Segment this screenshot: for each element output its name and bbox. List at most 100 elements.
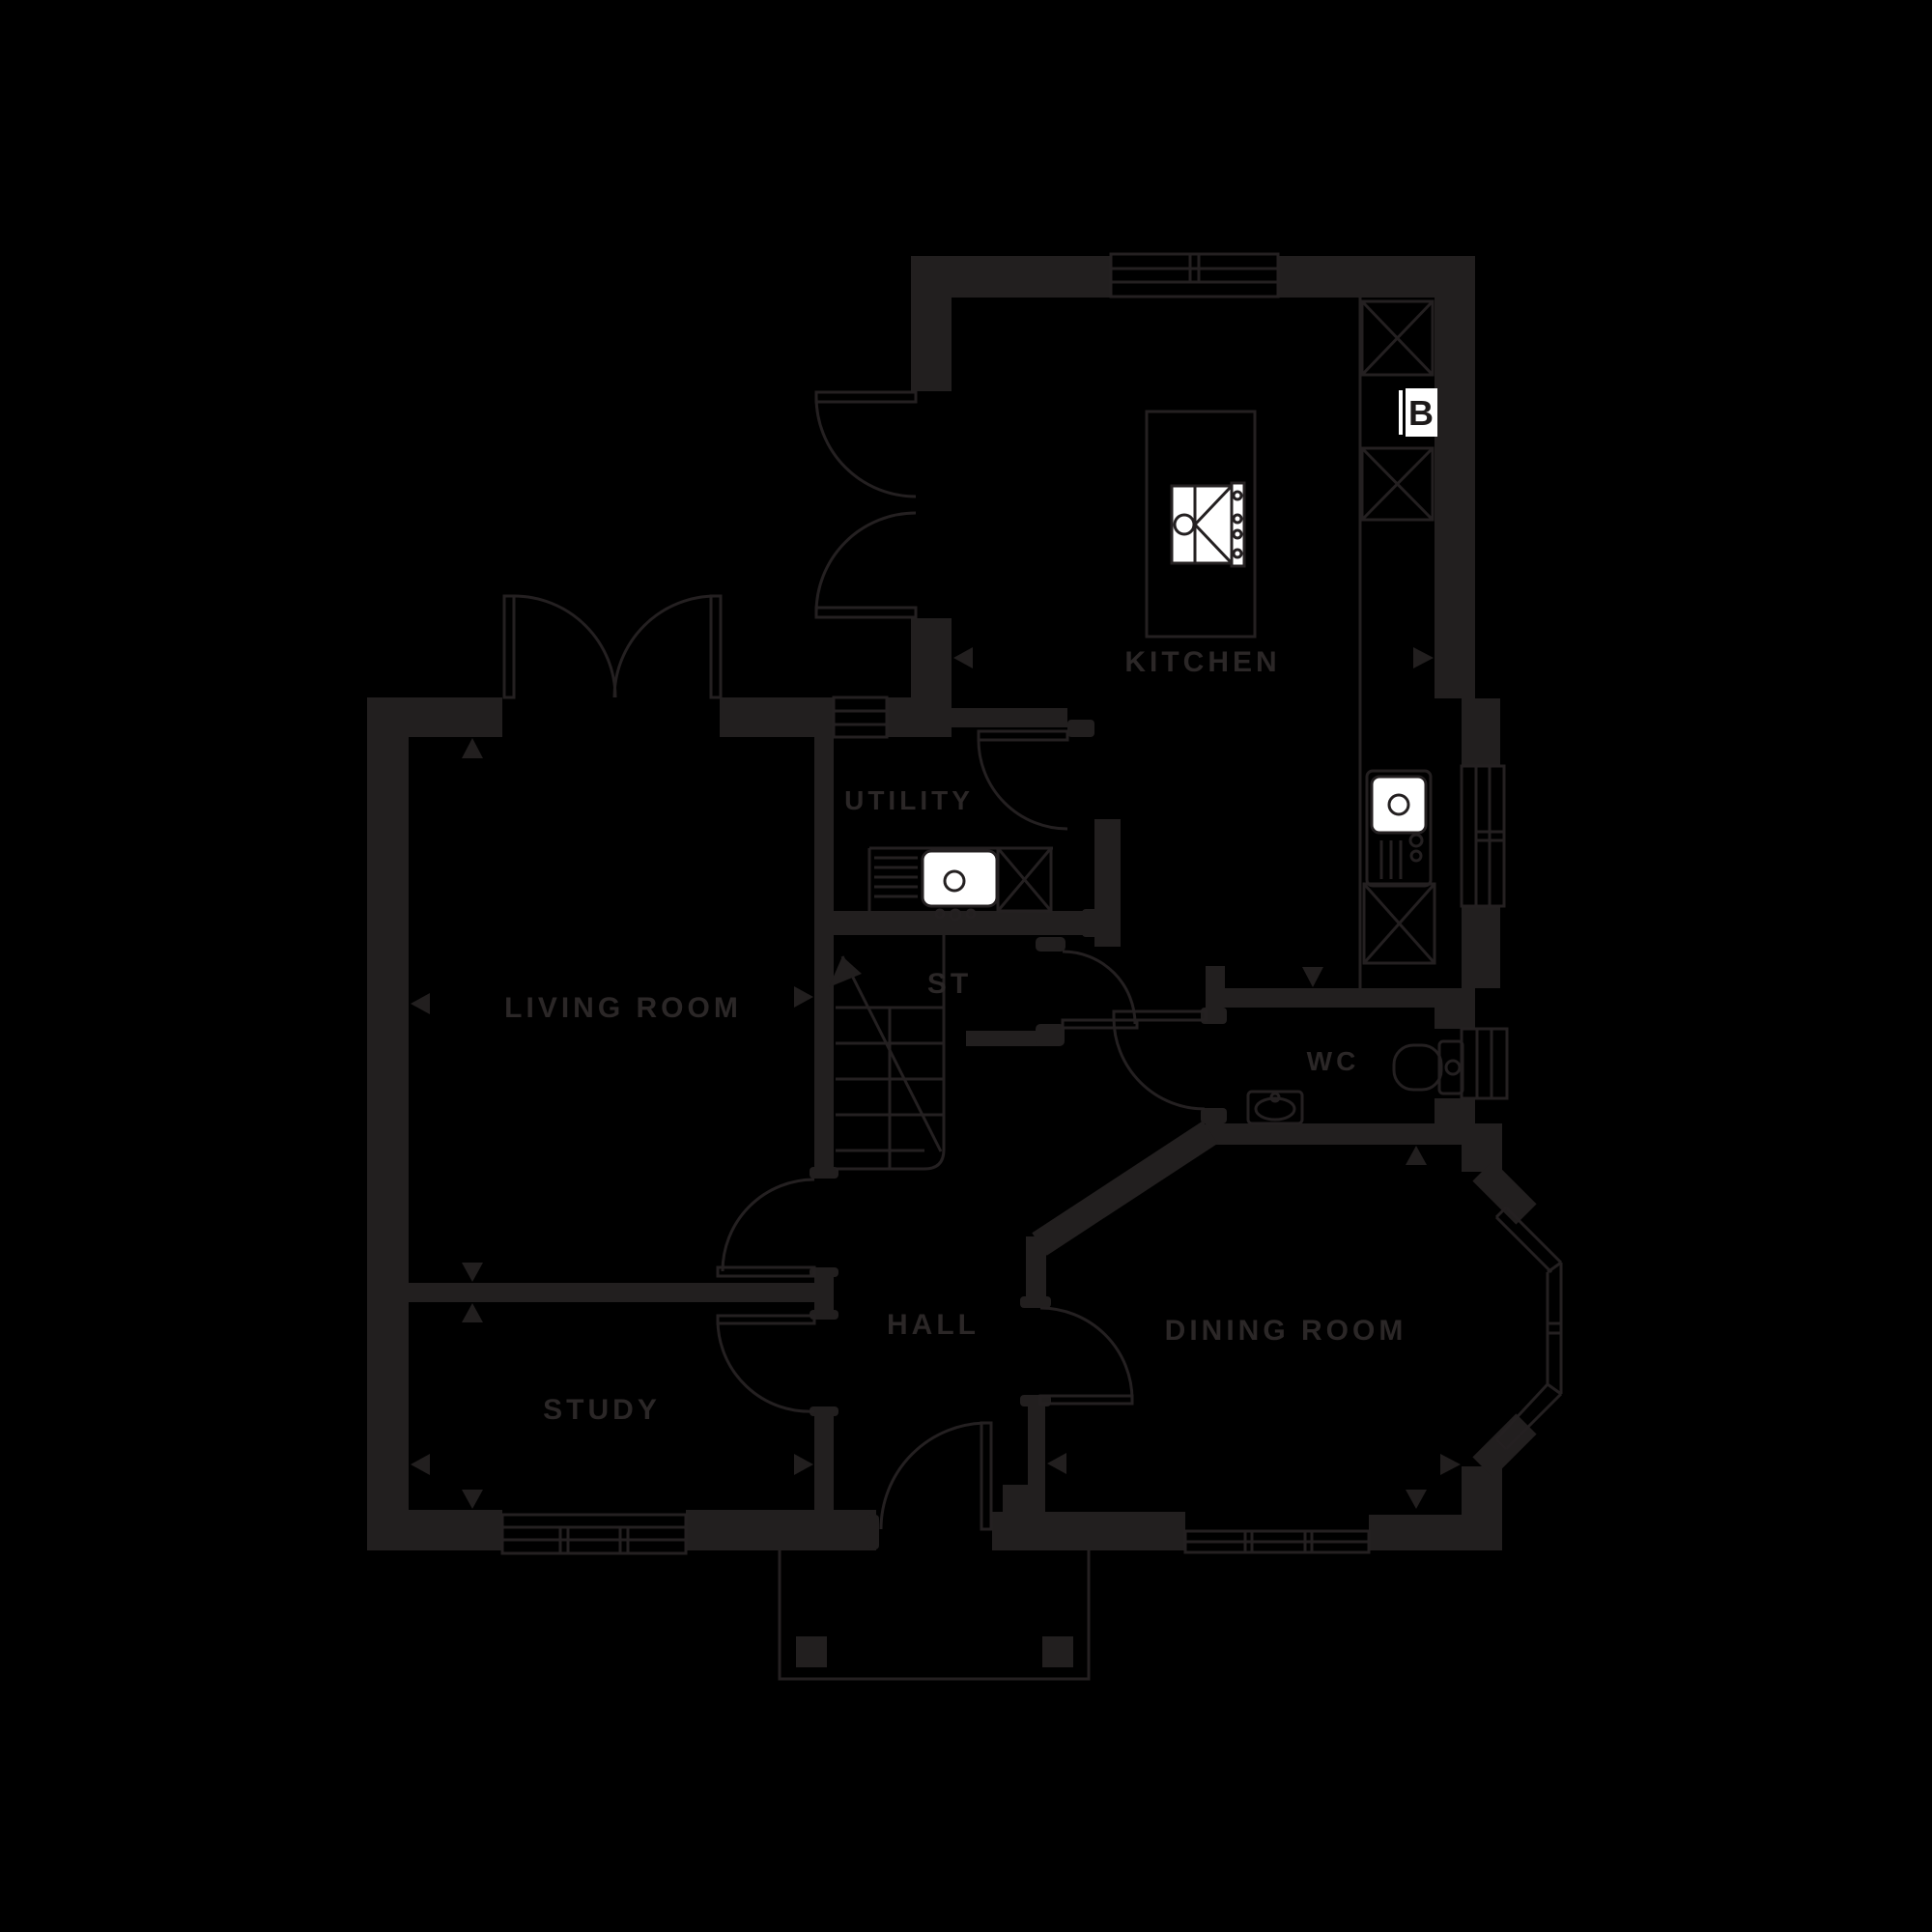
wall-segment <box>1003 1485 1045 1515</box>
living-room-small-window <box>832 696 889 739</box>
room-label-kitchen: KITCHEN <box>1124 646 1280 678</box>
door-jamb <box>1201 1108 1227 1123</box>
door-jamb <box>810 1406 838 1416</box>
marker-triangle-icon <box>462 1263 483 1282</box>
study-window <box>500 1513 688 1555</box>
staircase <box>829 935 946 1171</box>
porch-post <box>1042 1636 1073 1667</box>
wall-segment <box>1462 906 1500 988</box>
wall-segment <box>1435 256 1475 698</box>
door-swing-arc <box>977 739 1068 831</box>
bay-window <box>1494 1206 1563 1451</box>
door-jamb <box>1020 1296 1051 1308</box>
bay-pillar-stub <box>1472 1160 1537 1225</box>
marker-triangle-icon <box>411 993 430 1014</box>
sink-drain <box>1387 793 1410 816</box>
windows <box>500 252 1563 1555</box>
marker-triangle-icon <box>1413 647 1434 668</box>
wall-segment <box>409 1283 814 1302</box>
doors <box>502 390 1208 1549</box>
door-leaf <box>1038 1394 1134 1406</box>
kitchen-fixtures: B <box>1145 298 1437 988</box>
door-jamb <box>1067 720 1094 737</box>
front-door <box>867 1421 993 1549</box>
wall-segment <box>887 697 952 737</box>
wall-segment <box>1026 1236 1046 1299</box>
marker-triangle-icon <box>1047 1453 1066 1474</box>
kitchen-tall-units <box>1358 298 1436 988</box>
room-label-living-room: LIVING ROOM <box>504 992 742 1024</box>
external-walls <box>367 256 1537 1550</box>
door-leaf <box>716 1314 816 1325</box>
wall-segment <box>1435 988 1475 1029</box>
door-swing-arc <box>716 1319 815 1413</box>
door-leaf <box>709 594 723 699</box>
door-jamb <box>810 1310 838 1320</box>
utility-sink <box>921 849 999 908</box>
room-label-store: ST <box>927 968 972 1000</box>
door-swing-arc <box>879 1421 988 1530</box>
door-leaf <box>1112 1009 1208 1022</box>
kitchen-sink <box>1370 775 1428 835</box>
door-leaf <box>1061 1018 1139 1030</box>
wall-segment <box>367 1510 502 1550</box>
door-leaf <box>814 390 918 404</box>
internal-walls <box>409 708 1227 1515</box>
wall-segment <box>911 256 952 391</box>
stairs-up-line <box>840 955 943 1152</box>
marker-triangle-icon <box>462 738 483 758</box>
door-swing-arc <box>1039 1306 1134 1401</box>
kitchen-french-doors <box>814 390 918 619</box>
room-label-wc: WC <box>1307 1046 1360 1076</box>
marker-triangle-icon <box>411 1454 430 1475</box>
wall-segment <box>1462 698 1500 766</box>
marker-triangle-icon <box>462 1490 483 1509</box>
sink-drain <box>1173 513 1196 536</box>
basin <box>1246 1090 1304 1125</box>
door-leaf <box>502 594 516 699</box>
wall-segment <box>952 708 1067 727</box>
door-leaf <box>977 729 1069 742</box>
utility-door <box>977 729 1069 831</box>
kitchen-island <box>1145 410 1257 639</box>
toilet <box>1392 1039 1464 1095</box>
wc-door <box>1112 1009 1208 1111</box>
wall-segment <box>720 697 834 737</box>
kitchen-right-window <box>1460 764 1506 908</box>
wall-segment <box>367 697 409 1550</box>
kitchen-sink-unit <box>1365 769 1433 888</box>
room-label-study: STUDY <box>543 1394 661 1426</box>
room-label-hall: HALL <box>887 1309 980 1341</box>
door-jamb <box>810 1267 838 1277</box>
door-jamb <box>1036 937 1065 952</box>
marker-triangle-icon <box>1406 1146 1427 1165</box>
living-room-door <box>716 1178 816 1278</box>
wall-segment <box>814 1271 834 1317</box>
living-room-french-doors <box>502 594 723 699</box>
boiler-marker: B <box>1399 388 1437 437</box>
door-swing-arc <box>612 594 717 698</box>
dining-window <box>1183 1529 1371 1554</box>
marker-triangle-icon <box>1440 1454 1461 1475</box>
wall-segment <box>911 618 952 698</box>
island-sink <box>1170 484 1234 565</box>
wall-segment <box>1435 1098 1475 1123</box>
sink-drain <box>943 869 966 893</box>
wall-segment <box>814 1410 834 1514</box>
wall-segment <box>1206 966 1225 1008</box>
kitchen-hall-door <box>1061 950 1139 1030</box>
door-leaf <box>716 1265 816 1278</box>
door-swing-arc <box>1112 1017 1206 1111</box>
marker-triangle-icon <box>1406 1490 1427 1509</box>
wall-segment <box>966 1031 1043 1046</box>
dining-room-door <box>1038 1306 1134 1406</box>
boiler-box <box>1406 388 1437 437</box>
door-swing-arc <box>814 511 917 613</box>
marker-triangle-icon <box>953 647 973 668</box>
door-swing-arc <box>721 1178 815 1272</box>
door-jamb <box>810 1167 838 1179</box>
wall-segment <box>1206 988 1435 1008</box>
door-swing-arc <box>513 594 617 698</box>
